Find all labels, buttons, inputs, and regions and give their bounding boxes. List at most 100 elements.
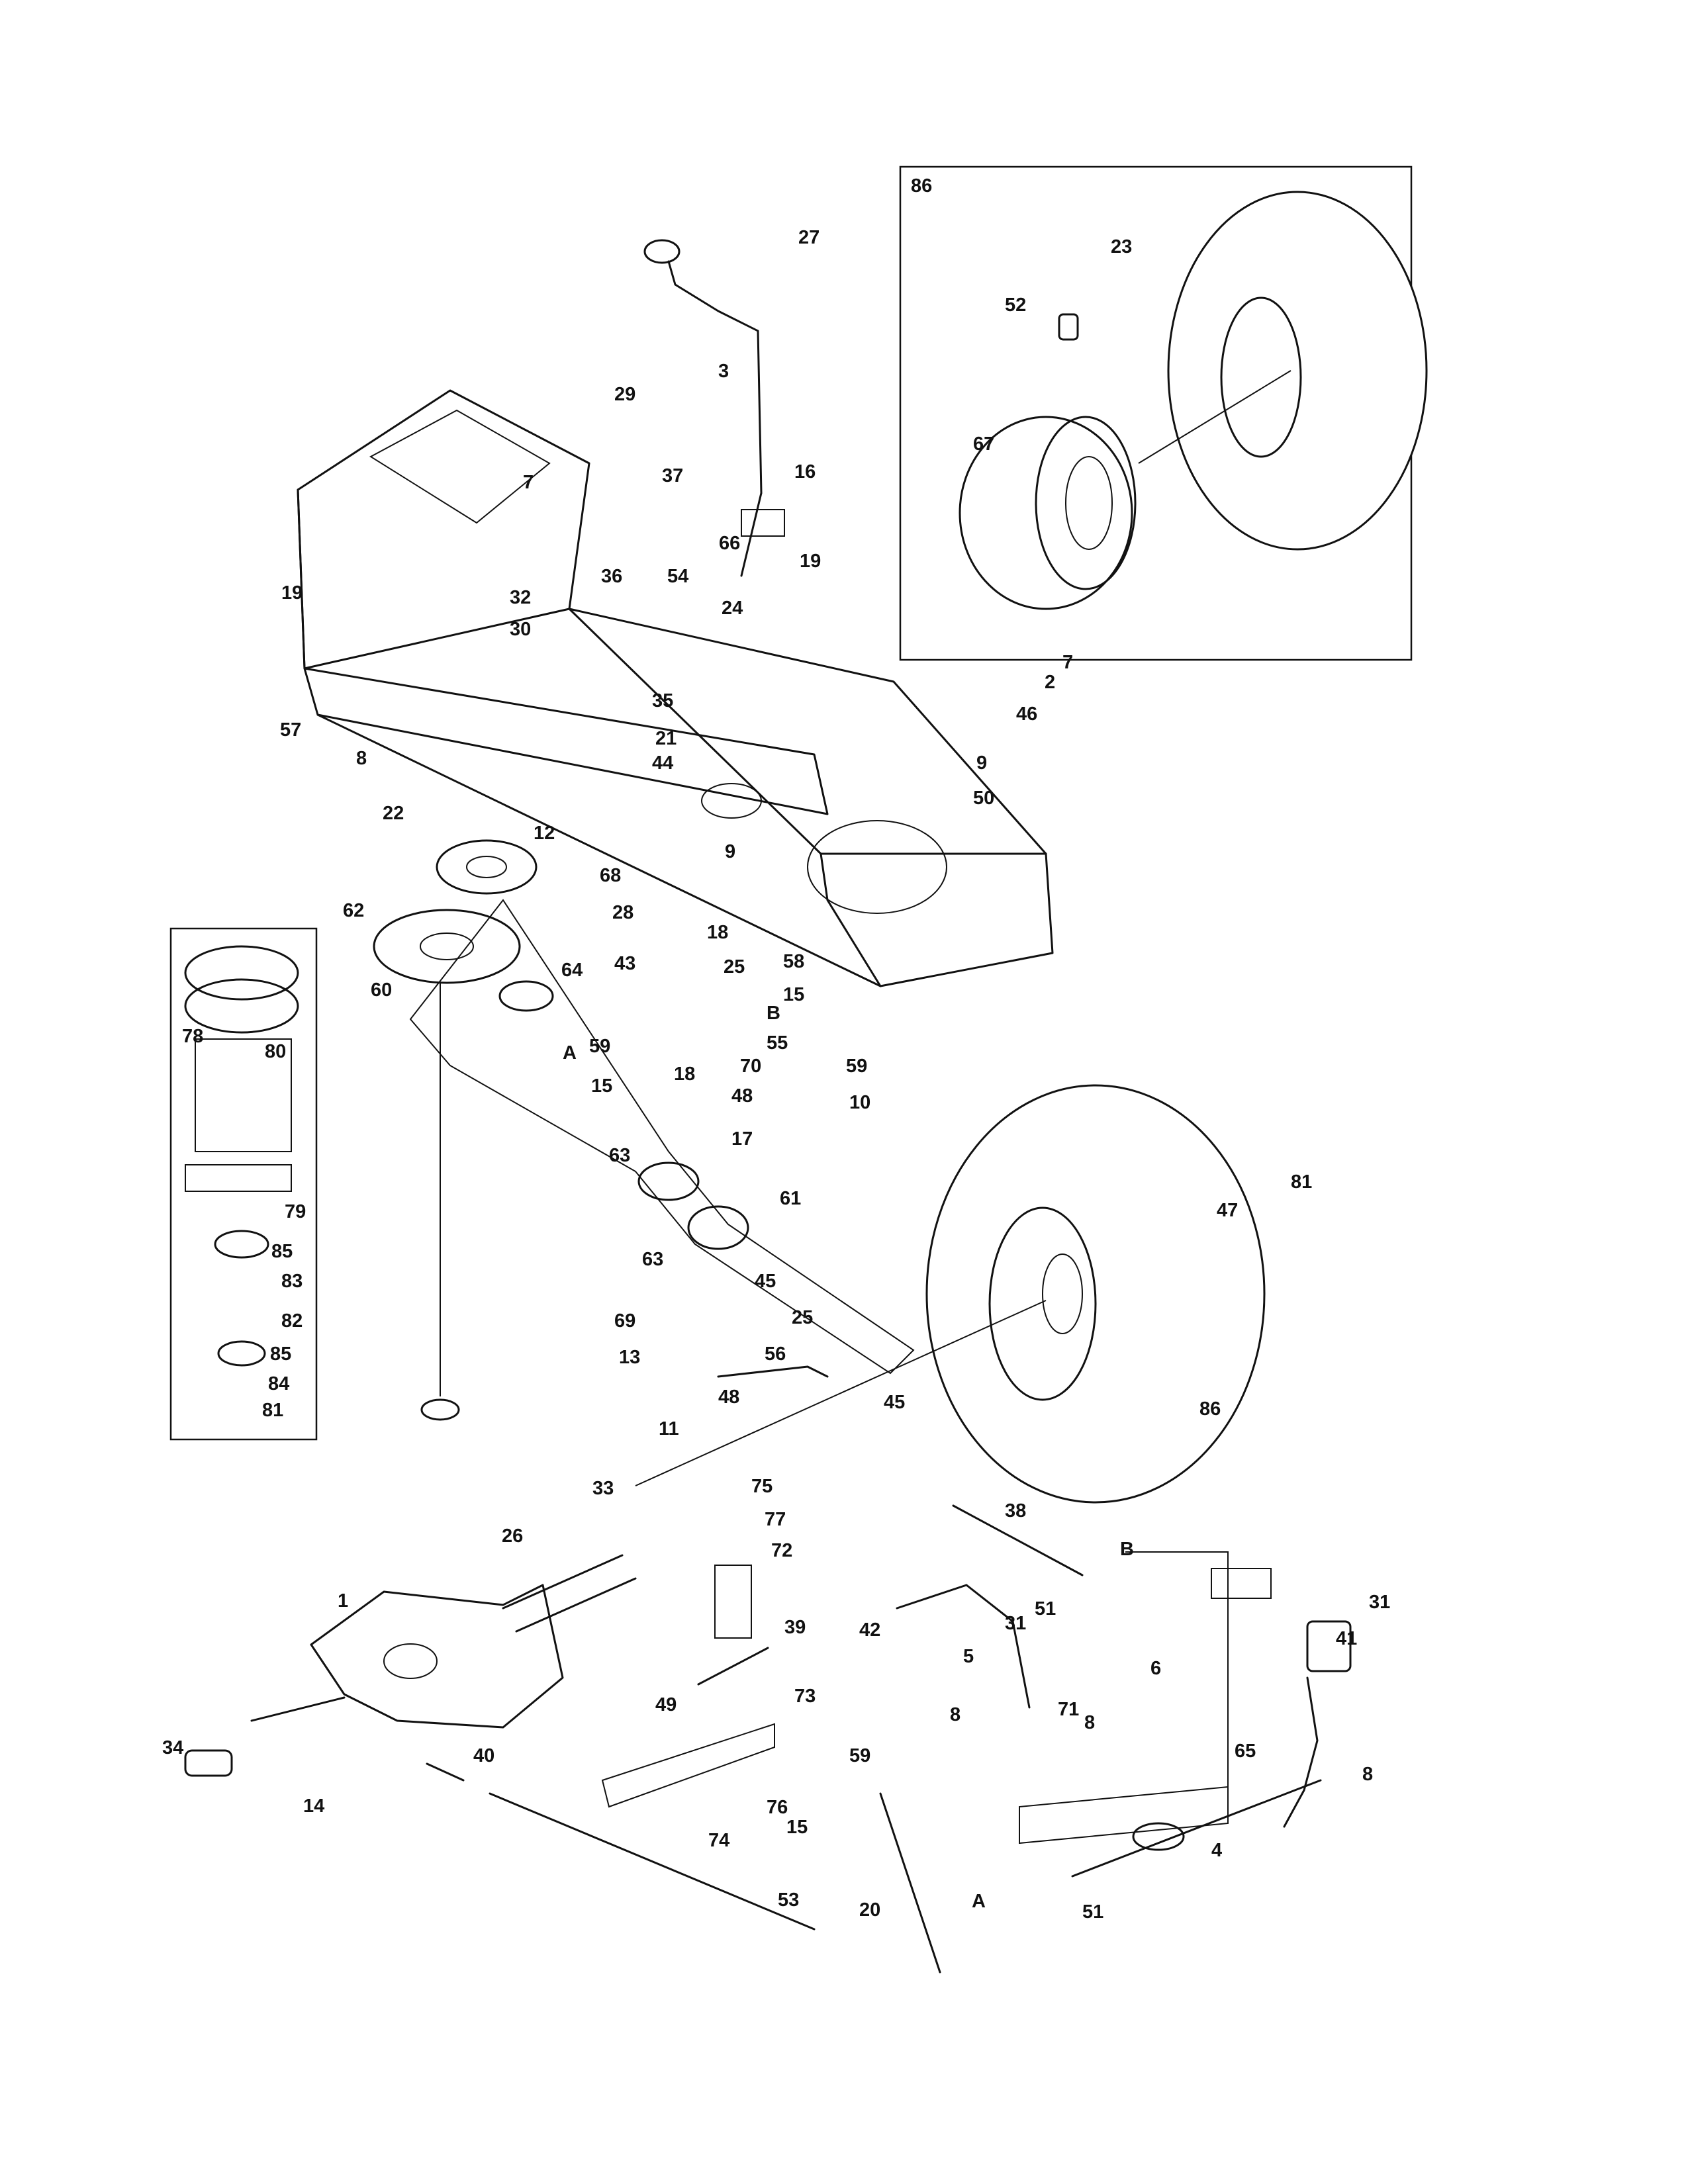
callout-label: 45 (755, 1271, 776, 1292)
callout-label: 7 (1062, 652, 1073, 673)
callout-label: 1 (338, 1590, 348, 1612)
callout-label: 25 (792, 1307, 813, 1328)
callout-label: 7 (523, 472, 534, 493)
callout-label: 39 (784, 1617, 806, 1638)
callout-label: 30 (510, 619, 531, 640)
callout-label: 31 (1369, 1592, 1390, 1613)
callout-label: 81 (262, 1400, 283, 1421)
callout-label: A (563, 1042, 577, 1064)
callout-label: 8 (1362, 1764, 1373, 1785)
callout-label: 42 (859, 1619, 880, 1641)
callout-label: 32 (510, 587, 531, 608)
callout-label: 27 (798, 227, 820, 248)
callout-label: 35 (652, 690, 673, 711)
callout-label: 73 (794, 1686, 816, 1707)
callout-label: 59 (589, 1036, 610, 1057)
callout-label: 18 (674, 1064, 695, 1085)
callout-label: 54 (667, 566, 688, 587)
callout-label: 69 (614, 1310, 635, 1332)
callout-label: 45 (884, 1392, 905, 1413)
callout-label: 56 (765, 1343, 786, 1365)
callout-label: 17 (731, 1128, 753, 1150)
callout-label: 61 (780, 1188, 801, 1209)
callout-label: 48 (718, 1387, 739, 1408)
callout-label: 71 (1058, 1699, 1079, 1720)
callout-label: 16 (794, 461, 816, 482)
callout-label: 6 (1150, 1658, 1161, 1679)
callout-label: 11 (659, 1418, 679, 1439)
callout-label: 51 (1082, 1901, 1103, 1923)
callout-label: 81 (1291, 1171, 1312, 1193)
callout-label: B (1120, 1539, 1134, 1560)
callout-label: 15 (591, 1075, 612, 1097)
callout-label: 86 (1199, 1398, 1221, 1420)
callout-label: 15 (783, 984, 804, 1005)
callout-label: 53 (778, 1889, 799, 1911)
callout-label: 19 (281, 582, 303, 604)
callout-label: 82 (281, 1310, 303, 1332)
callout-label: 14 (303, 1796, 324, 1817)
pulleys-and-belts (373, 839, 915, 1396)
callout-label: 21 (655, 728, 677, 749)
callout-label: 8 (356, 748, 367, 769)
callout-label: 12 (534, 823, 555, 844)
inset-pulley-parts (184, 945, 299, 1367)
callout-label: 34 (162, 1737, 183, 1758)
callout-label: 3 (718, 361, 729, 382)
callout-label: 59 (846, 1056, 867, 1077)
callout-label: 55 (767, 1032, 788, 1054)
callout-label: 18 (707, 922, 728, 943)
callout-label: 72 (771, 1540, 792, 1561)
callout-label: 40 (473, 1745, 494, 1766)
callout-label: 41 (1336, 1628, 1357, 1649)
callout-label: 51 (1035, 1598, 1056, 1619)
callout-label: 26 (502, 1525, 523, 1547)
callout-label: 66 (719, 533, 740, 554)
callout-label: 10 (849, 1092, 870, 1113)
rear-tire (635, 1084, 1266, 1504)
springs-and-rods (426, 1365, 1084, 1974)
callout-label: 47 (1217, 1200, 1238, 1221)
callout-label: 57 (280, 719, 301, 741)
callout-label: 63 (642, 1249, 663, 1270)
tire-assembly-inset-callout: 86 (911, 175, 932, 197)
callout-label: 80 (265, 1041, 286, 1062)
callout-label: 59 (849, 1745, 870, 1766)
callout-label: 49 (655, 1694, 677, 1715)
callout-label: 28 (612, 902, 633, 923)
callout-label: 8 (950, 1704, 961, 1725)
callout-label: 48 (731, 1085, 753, 1107)
callout-label: 76 (767, 1797, 788, 1818)
callout-label: 85 (270, 1343, 291, 1365)
callout-label: 64 (561, 960, 583, 981)
callout-label: 67 (973, 433, 994, 455)
callout-label: 84 (268, 1373, 289, 1394)
callout-label: 58 (783, 951, 804, 972)
callout-label: A (972, 1891, 986, 1912)
callout-label: 15 (786, 1817, 808, 1838)
callout-label: 70 (740, 1056, 761, 1077)
callout-label: 19 (800, 551, 821, 572)
callout-label: 33 (592, 1478, 614, 1499)
callout-label: 65 (1235, 1741, 1256, 1762)
callout-label: 22 (383, 803, 404, 824)
callout-label: 31 (1005, 1613, 1026, 1634)
callout-label: 43 (614, 953, 635, 974)
callout-label: 4 (1211, 1840, 1222, 1861)
transaxle (184, 1398, 637, 1777)
callout-label: 37 (662, 465, 683, 486)
callout-label: 29 (614, 384, 635, 405)
callout-label: 74 (708, 1830, 729, 1851)
callout-label: 75 (751, 1476, 773, 1497)
callout-label: 52 (1005, 295, 1026, 316)
inset-tire (959, 191, 1428, 610)
chassis-frame (297, 389, 1054, 987)
callout-label: 62 (343, 900, 364, 921)
callout-labels: 27 3 29 37 16 7 66 19 36 54 32 24 30 19 … (162, 227, 1390, 1923)
callout-label: 44 (652, 752, 673, 774)
callout-label: 8 (1084, 1712, 1095, 1733)
callout-label: 60 (371, 979, 392, 1001)
callout-label: 77 (765, 1509, 786, 1530)
callout-label: 63 (609, 1145, 630, 1166)
